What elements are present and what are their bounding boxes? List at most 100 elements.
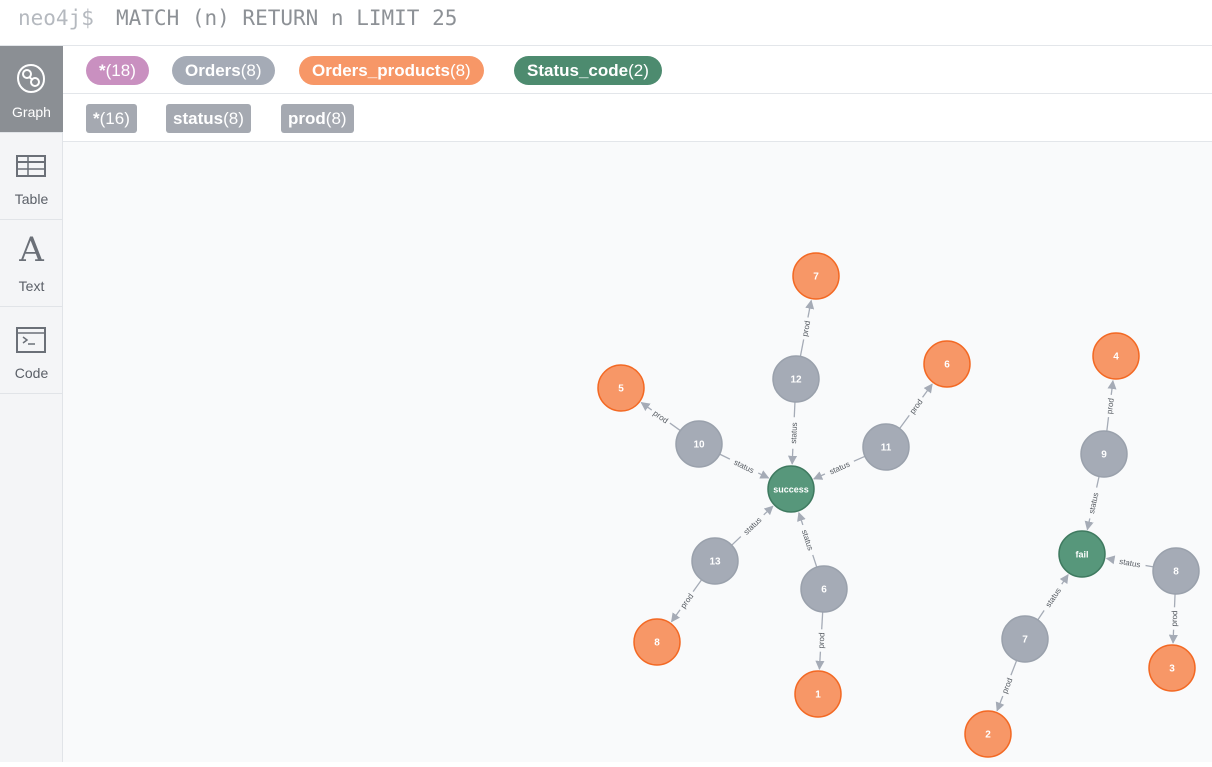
relationship-label-bg bbox=[1103, 394, 1117, 418]
node-circle[interactable] bbox=[597, 364, 645, 412]
relationship-label-bg bbox=[727, 454, 761, 478]
graph-node-product[interactable]: 2 bbox=[964, 710, 1012, 758]
legend-label-name: Orders bbox=[185, 61, 241, 80]
node-circle[interactable] bbox=[1152, 547, 1200, 595]
legend-label-name: Orders_products bbox=[312, 61, 450, 80]
relationship-prod[interactable]: prod bbox=[1103, 379, 1117, 432]
graph-canvas[interactable]: prod status prod status prod status status prod… bbox=[63, 142, 1212, 762]
graph-node-order[interactable]: 12 bbox=[772, 355, 820, 403]
sidebar-item-label: Graph bbox=[12, 104, 51, 120]
relationship-label-bg bbox=[787, 416, 800, 450]
graph-node-order[interactable]: 9 bbox=[1080, 430, 1128, 478]
relationship-status[interactable]: status bbox=[1037, 574, 1069, 621]
relationship-label-bg bbox=[1039, 581, 1066, 614]
relationship-type-legend: *(16) status(8) prod(8) bbox=[63, 94, 1212, 142]
relationship-prod[interactable]: prod bbox=[995, 660, 1018, 712]
node-caption: 7 bbox=[1022, 635, 1028, 646]
sidebar-item-label: Table bbox=[14, 191, 49, 207]
node-caption: 1 bbox=[815, 690, 821, 701]
node-caption: 4 bbox=[1113, 352, 1119, 363]
graph-node-product[interactable]: 4 bbox=[1092, 332, 1140, 380]
relationship-prod[interactable]: prod bbox=[815, 611, 827, 670]
legend-label-all[interactable]: *(18) bbox=[86, 56, 149, 85]
legend-rel-count: (16) bbox=[99, 109, 130, 128]
node-circle[interactable] bbox=[862, 423, 910, 471]
node-circle[interactable] bbox=[923, 340, 971, 388]
graph-node-product[interactable]: 7 bbox=[792, 252, 840, 300]
legend-rel-prod[interactable]: prod(8) bbox=[281, 104, 354, 133]
legend-rel-count: (8) bbox=[325, 109, 347, 128]
node-circle[interactable] bbox=[633, 618, 681, 666]
relationship-label-bg bbox=[648, 405, 673, 428]
sidebar-item-code[interactable]: Code bbox=[0, 307, 63, 394]
graph-node-product[interactable]: 8 bbox=[633, 618, 681, 666]
legend-rel-all[interactable]: *(16) bbox=[86, 104, 137, 133]
relationship-label: status bbox=[789, 422, 799, 444]
graph-node-status[interactable]: fail bbox=[1058, 530, 1106, 578]
graph-node-order[interactable]: 10 bbox=[675, 420, 723, 468]
legend-rel-name: status bbox=[173, 109, 224, 128]
node-circle[interactable] bbox=[691, 537, 739, 585]
node-circle[interactable] bbox=[792, 252, 840, 300]
graph-node-order[interactable]: 11 bbox=[862, 423, 910, 471]
relationship-status[interactable]: status bbox=[719, 453, 770, 479]
graph-node-order[interactable]: 6 bbox=[800, 565, 848, 613]
node-circle[interactable] bbox=[772, 355, 820, 403]
sidebar-item-table[interactable]: Table bbox=[0, 133, 63, 220]
relationship-status[interactable]: status bbox=[813, 455, 866, 480]
legend-label-name: Status_code bbox=[527, 61, 629, 80]
relationship-prod[interactable]: prod bbox=[640, 402, 681, 432]
graph-node-order[interactable]: 13 bbox=[691, 537, 739, 585]
query-text[interactable]: MATCH (n) RETURN n LIMIT 25 bbox=[116, 6, 458, 30]
relationship-status[interactable]: status bbox=[787, 401, 800, 465]
graph-node-product[interactable]: 6 bbox=[923, 340, 971, 388]
relationship-label: status bbox=[732, 458, 755, 475]
legend-label-orders-products[interactable]: Orders_products(8) bbox=[299, 56, 484, 85]
relationship-prod[interactable]: prod bbox=[671, 579, 703, 623]
node-caption: fail bbox=[1075, 550, 1088, 560]
relationship-prod[interactable]: prod bbox=[798, 299, 815, 357]
node-circle[interactable] bbox=[767, 465, 815, 513]
sidebar-item-graph[interactable]: Graph bbox=[0, 46, 63, 133]
graph-node-product[interactable]: 5 bbox=[597, 364, 645, 412]
graph-node-product[interactable]: 3 bbox=[1148, 644, 1196, 692]
node-circle[interactable] bbox=[800, 565, 848, 613]
graph-svg[interactable]: prod status prod status prod status status prod… bbox=[63, 142, 1212, 762]
relationship-status[interactable]: status bbox=[1084, 476, 1102, 531]
graph-node-status[interactable]: success bbox=[767, 465, 815, 513]
relationship-prod[interactable]: prod bbox=[1168, 593, 1180, 644]
node-circle[interactable] bbox=[964, 710, 1012, 758]
node-circle[interactable] bbox=[1080, 430, 1128, 478]
legend-rel-name: prod bbox=[288, 109, 326, 128]
legend-label-status-code[interactable]: Status_code(2) bbox=[514, 56, 662, 85]
graph-node-order[interactable]: 8 bbox=[1152, 547, 1200, 595]
node-circle[interactable] bbox=[794, 670, 842, 718]
legend-rel-status[interactable]: status(8) bbox=[166, 104, 251, 133]
legend-label-count: (2) bbox=[628, 61, 649, 80]
relationship-prod[interactable]: prod bbox=[899, 383, 933, 429]
relationship-status[interactable]: status bbox=[1105, 554, 1154, 571]
node-circle[interactable] bbox=[1148, 644, 1196, 692]
query-bar[interactable]: neo4j$ MATCH (n) RETURN n LIMIT 25 bbox=[0, 0, 1212, 46]
node-circle[interactable] bbox=[1058, 530, 1106, 578]
node-caption: 13 bbox=[709, 557, 721, 568]
relationship-status[interactable]: status bbox=[797, 511, 818, 568]
relationship-label-bg bbox=[737, 511, 768, 541]
relationship-label-bg bbox=[798, 523, 818, 557]
node-caption: 11 bbox=[881, 443, 892, 454]
graph-node-product[interactable]: 1 bbox=[794, 670, 842, 718]
node-caption: 8 bbox=[1173, 567, 1179, 578]
node-circle[interactable] bbox=[1092, 332, 1140, 380]
graph-node-order[interactable]: 7 bbox=[1001, 615, 1049, 663]
legend-label-orders[interactable]: Orders(8) bbox=[172, 56, 275, 85]
sidebar-item-text[interactable]: A Text bbox=[0, 220, 63, 307]
node-caption: success bbox=[773, 485, 809, 495]
graph-icon bbox=[16, 63, 46, 94]
node-circle[interactable] bbox=[675, 420, 723, 468]
legend-label-count: (8) bbox=[240, 61, 262, 80]
relationship-label: status bbox=[742, 515, 764, 536]
sidebar-item-label: Code bbox=[14, 365, 49, 381]
node-label-legend: *(18) Orders(8) Orders_products(8) Statu… bbox=[63, 46, 1212, 94]
node-circle[interactable] bbox=[1001, 615, 1049, 663]
relationship-status[interactable]: status bbox=[731, 505, 774, 546]
